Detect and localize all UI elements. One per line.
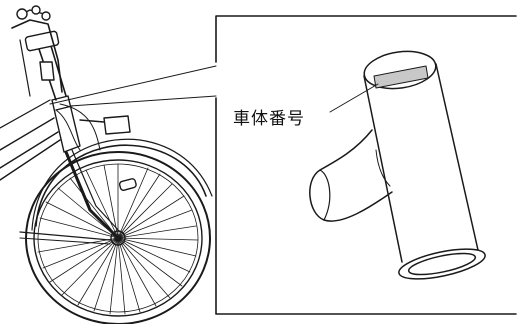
handlebar [11, 19, 63, 93]
head-tube-detail [309, 50, 486, 280]
front-spokes [37, 163, 199, 315]
front-fender [35, 144, 207, 227]
detail-frame [215, 15, 517, 63]
callout-leader-line [329, 83, 379, 113]
front-rim [33, 159, 203, 317]
detail-callout-box [215, 15, 517, 315]
front-fork [64, 150, 118, 238]
frame-tubes [0, 117, 61, 181]
serial-number-plate [373, 65, 429, 89]
serial-number-label: 車体番号 [233, 109, 305, 129]
head-tube [51, 95, 81, 153]
leader-line-lower [69, 95, 217, 107]
leader-line-upper [49, 65, 217, 105]
bicycle-illustration [0, 5, 217, 325]
front-lamp [103, 115, 131, 135]
